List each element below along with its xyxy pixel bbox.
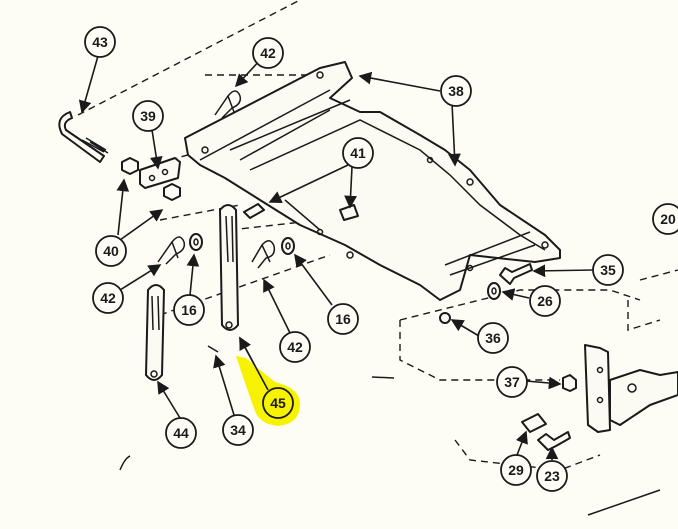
svg-text:36: 36 [485, 330, 501, 346]
mount-bracket-assembly [584, 344, 678, 433]
spring-pin-part-42-mid [251, 240, 276, 269]
callout-40: 40 [95, 235, 127, 267]
washer-part-26 [487, 282, 501, 300]
bracket-part-39 [139, 157, 181, 189]
nut-part-36 [439, 312, 451, 324]
callout-42-left: 42 [92, 282, 124, 314]
svg-text:29: 29 [508, 462, 524, 478]
callout-41: 41 [342, 137, 374, 169]
slotted-link-part-45 [219, 204, 239, 331]
callout-16-right: 16 [327, 303, 359, 335]
callout-23: 23 [536, 460, 568, 492]
nut-part-37 [562, 374, 577, 392]
svg-text:41: 41 [350, 145, 366, 161]
rod-fragment [587, 489, 661, 516]
svg-text:16: 16 [335, 311, 351, 327]
spring-pin-part-42-top [214, 90, 242, 119]
callout-44: 44 [165, 417, 197, 449]
stray-mark-2 [119, 455, 131, 471]
nut-part-40 [121, 157, 181, 201]
callout-36: 36 [477, 322, 509, 354]
pin-part-41 [243, 203, 359, 221]
svg-text:39: 39 [140, 108, 156, 124]
callout-29: 29 [500, 454, 532, 486]
svg-text:43: 43 [92, 34, 108, 50]
svg-text:16: 16 [181, 302, 197, 318]
callout-42-top: 42 [252, 37, 284, 69]
callout-42-mid: 42 [279, 331, 311, 363]
spring-pin-part-42-left [157, 236, 186, 265]
svg-text:42: 42 [100, 290, 116, 306]
svg-text:37: 37 [504, 374, 520, 390]
svg-text:42: 42 [287, 339, 303, 355]
callout-37: 37 [496, 366, 528, 398]
slotted-link-part-44 [145, 284, 165, 381]
callout-35: 35 [592, 254, 624, 286]
svg-text:20: 20 [660, 211, 676, 227]
spacer-part-29 [521, 413, 547, 433]
callout-20: 20 [652, 203, 678, 235]
stray-mark [371, 376, 395, 379]
hook-bolt-part-43 [58, 111, 109, 163]
callout-16-left: 16 [173, 294, 205, 326]
callout-26: 26 [529, 285, 561, 317]
svg-text:35: 35 [600, 262, 616, 278]
bolt-part-23 [537, 431, 571, 451]
callout-34: 34 [222, 414, 254, 446]
washer-part-16 [189, 233, 295, 255]
svg-text:40: 40 [103, 243, 119, 259]
svg-text:38: 38 [448, 83, 464, 99]
cotter-pin-part-34 [207, 345, 219, 353]
bolt-part-35 [499, 263, 533, 285]
callout-43: 43 [84, 26, 116, 58]
svg-text:26: 26 [537, 293, 553, 309]
frame-part-38 [184, 61, 561, 301]
svg-text:44: 44 [173, 425, 189, 441]
svg-text:45: 45 [270, 395, 286, 411]
svg-text:34: 34 [230, 422, 246, 438]
callout-45: 45 [262, 387, 294, 419]
leader-45 [239, 336, 269, 391]
callout-39: 39 [132, 100, 164, 132]
svg-text:23: 23 [544, 468, 560, 484]
svg-text:42: 42 [260, 45, 276, 61]
callout-38: 38 [440, 75, 472, 107]
